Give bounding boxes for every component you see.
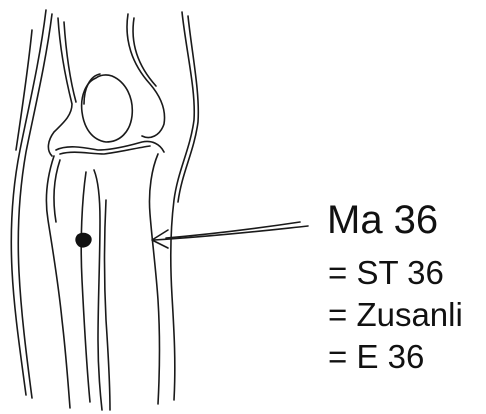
left-contour-line — [11, 10, 46, 395]
patella-outline — [82, 75, 133, 142]
arrow-shaft — [154, 226, 308, 240]
fibula-line-2 — [94, 170, 102, 410]
alias-e-label: = E 36 — [328, 340, 424, 373]
patella-outline-2 — [84, 74, 100, 104]
tibia-left-line — [46, 156, 70, 408]
femur-left-line-2 — [64, 22, 76, 102]
right-contour-line-2 — [178, 16, 198, 202]
acupoint-dot — [76, 233, 91, 247]
fibula-line-3 — [105, 200, 111, 410]
tibia-right-line — [149, 154, 159, 404]
alias-zusanli-label: = Zusanli — [328, 298, 463, 331]
right-contour-line — [171, 12, 195, 400]
fibula-line-1 — [81, 172, 90, 402]
femur-left-line — [48, 18, 72, 156]
arrow-shaft-2 — [166, 222, 300, 238]
alias-st-label: = ST 36 — [328, 256, 444, 289]
acupoint-name-label: Ma 36 — [327, 200, 438, 240]
femur-right-line-2 — [133, 18, 156, 86]
tibia-left-line-2 — [54, 160, 60, 222]
